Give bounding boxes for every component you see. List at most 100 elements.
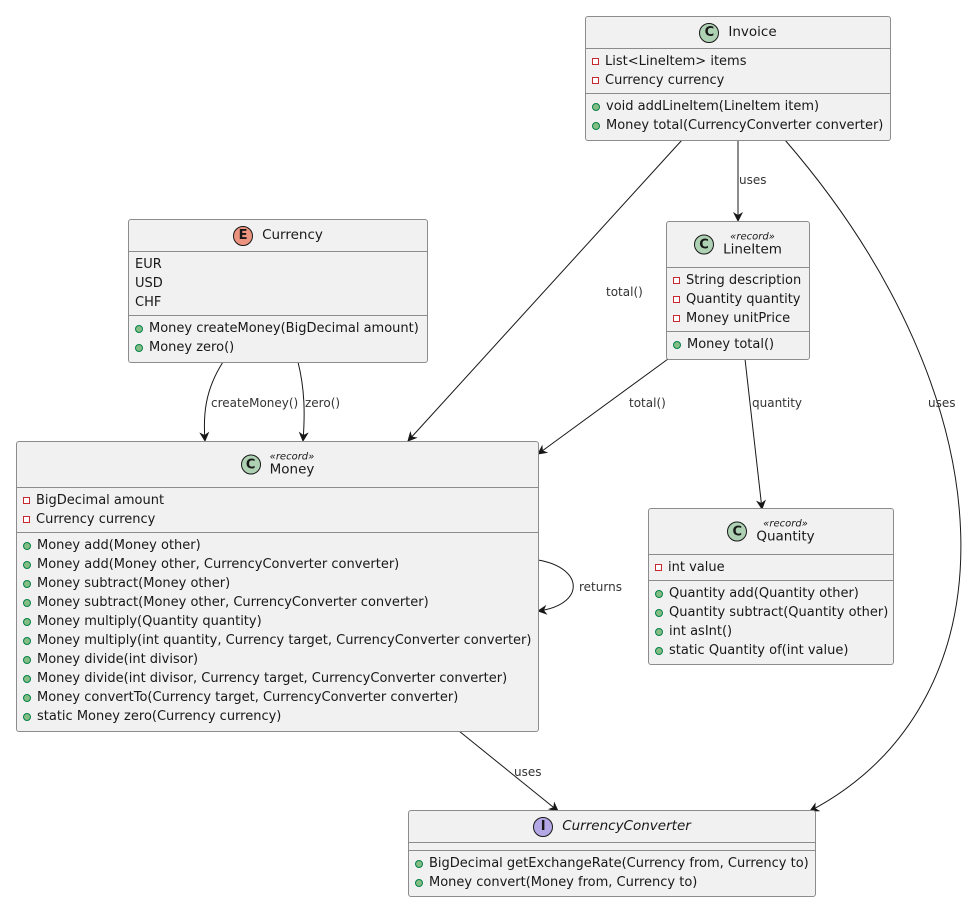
- class-name: Invoice: [728, 23, 777, 40]
- edge-lineitem-money: [537, 358, 669, 455]
- method-row: int asInt(): [649, 622, 893, 641]
- class-header: C «record» LineItem: [667, 222, 809, 268]
- public-icon: [415, 859, 423, 868]
- edge-invoice-money: [407, 139, 683, 442]
- record-money[interactable]: C «record» Money BigDecimal amount Curre…: [16, 441, 539, 732]
- methods-section: Quantity add(Quantity other) Quantity su…: [649, 581, 893, 663]
- public-icon: [592, 102, 600, 111]
- method-row: Money multiply(Quantity quantity): [17, 612, 538, 631]
- method-row: Money add(Money other): [17, 536, 538, 555]
- edge-invoice-converter: [784, 139, 962, 812]
- method-row: Money subtract(Money other): [17, 574, 538, 593]
- field-row: int value: [649, 558, 893, 577]
- method-row: Money total(): [667, 335, 809, 354]
- field-row: Currency currency: [586, 71, 890, 90]
- edge-label-invoice-lineitem: uses: [739, 173, 767, 187]
- class-header: E Currency: [129, 220, 427, 252]
- methods-section: Money total(): [667, 332, 809, 357]
- method-row: Quantity subtract(Quantity other): [649, 603, 893, 622]
- methods-section: Money add(Money other) Money add(Money o…: [17, 533, 538, 729]
- edge-currency-money-create: [199, 361, 224, 442]
- private-icon: [592, 77, 599, 84]
- record-quantity[interactable]: C «record» Quantity int value Quantity a…: [648, 508, 894, 665]
- field-row: Currency currency: [17, 510, 538, 529]
- interface-currencyconverter[interactable]: I CurrencyConverter BigDecimal getExchan…: [408, 810, 816, 897]
- method-row: Money zero(): [129, 338, 427, 357]
- field-row: BigDecimal amount: [17, 491, 538, 510]
- edge-label-invoice-money: total(): [606, 285, 643, 299]
- public-icon: [23, 560, 31, 569]
- edge-label-invoice-converter: uses: [928, 396, 956, 410]
- public-icon: [673, 340, 681, 349]
- private-icon: [592, 58, 599, 65]
- public-icon: [135, 343, 143, 352]
- class-icon: C: [699, 22, 720, 43]
- class-name: Money: [269, 461, 315, 478]
- class-header: C «record» Quantity: [649, 509, 893, 555]
- fields-section: BigDecimal amount Currency currency: [17, 488, 538, 533]
- field-row: Money unitPrice: [667, 309, 809, 328]
- class-icon: C: [694, 234, 715, 255]
- public-icon: [655, 627, 663, 636]
- method-row: Money convert(Money from, Currency to): [409, 873, 815, 892]
- enum-currency[interactable]: E Currency EUR USD CHF Money createMoney…: [128, 219, 428, 363]
- class-header: I CurrencyConverter: [409, 811, 815, 843]
- public-icon: [135, 324, 143, 333]
- private-icon: [23, 497, 30, 504]
- method-row: static Money zero(Currency currency): [17, 707, 538, 726]
- public-icon: [592, 121, 600, 130]
- public-icon: [23, 712, 31, 721]
- edge-money-converter: [458, 730, 559, 812]
- stereotype: «record»: [730, 230, 775, 242]
- stereotype: «record»: [763, 517, 808, 529]
- methods-section: BigDecimal getExchangeRate(Currency from…: [409, 851, 815, 895]
- interface-icon: I: [533, 816, 554, 837]
- method-row: Money divide(int divisor, Currency targe…: [17, 669, 538, 688]
- public-icon: [23, 541, 31, 550]
- enum-icon: E: [233, 225, 254, 246]
- class-name: Quantity: [756, 528, 815, 545]
- method-row: Money total(CurrencyConverter converter): [586, 116, 890, 135]
- record-lineitem[interactable]: C «record» LineItem String description Q…: [666, 221, 810, 360]
- class-icon: C: [727, 521, 748, 542]
- edge-money-self: [537, 559, 574, 615]
- method-row: void addLineItem(LineItem item): [586, 97, 890, 116]
- public-icon: [23, 693, 31, 702]
- edge-label-currency-money-create: createMoney(): [211, 396, 299, 410]
- class-name: CurrencyConverter: [562, 817, 691, 834]
- private-icon: [673, 315, 680, 322]
- class-name: LineItem: [723, 241, 782, 258]
- public-icon: [23, 579, 31, 588]
- class-header: C Invoice: [586, 17, 890, 49]
- constant-row: USD: [135, 276, 163, 291]
- public-icon: [23, 617, 31, 626]
- class-invoice[interactable]: C Invoice List<LineItem> items Currency …: [585, 16, 891, 141]
- public-icon: [655, 589, 663, 598]
- fields-section: int value: [649, 555, 893, 581]
- constant-row: EUR: [135, 257, 162, 272]
- edge-currency-money-zero: [297, 361, 309, 442]
- field-row: Quantity quantity: [667, 290, 809, 309]
- method-row: Money divide(int divisor): [17, 650, 538, 669]
- method-row: Money subtract(Money other, CurrencyConv…: [17, 593, 538, 612]
- private-icon: [655, 564, 662, 571]
- public-icon: [655, 646, 663, 655]
- fields-section: [409, 843, 815, 851]
- edge-label-money-converter: uses: [514, 765, 542, 779]
- method-row: Money multiply(int quantity, Currency ta…: [17, 631, 538, 650]
- stereotype: «record»: [269, 450, 315, 462]
- field-row: String description: [667, 271, 809, 290]
- class-header: C «record» Money: [17, 442, 538, 488]
- method-row: Money createMoney(BigDecimal amount): [129, 319, 427, 338]
- method-row: BigDecimal getExchangeRate(Currency from…: [409, 854, 815, 873]
- edge-label-lineitem-money: total(): [629, 396, 666, 410]
- class-icon: C: [240, 454, 261, 475]
- field-row: List<LineItem> items: [586, 52, 890, 71]
- private-icon: [23, 516, 30, 523]
- constant-row: CHF: [135, 295, 162, 310]
- edge-label-lineitem-quantity: quantity: [752, 396, 803, 410]
- fields-section: List<LineItem> items Currency currency: [586, 49, 890, 94]
- private-icon: [673, 296, 680, 303]
- fields-section: String description Quantity quantity Mon…: [667, 268, 809, 332]
